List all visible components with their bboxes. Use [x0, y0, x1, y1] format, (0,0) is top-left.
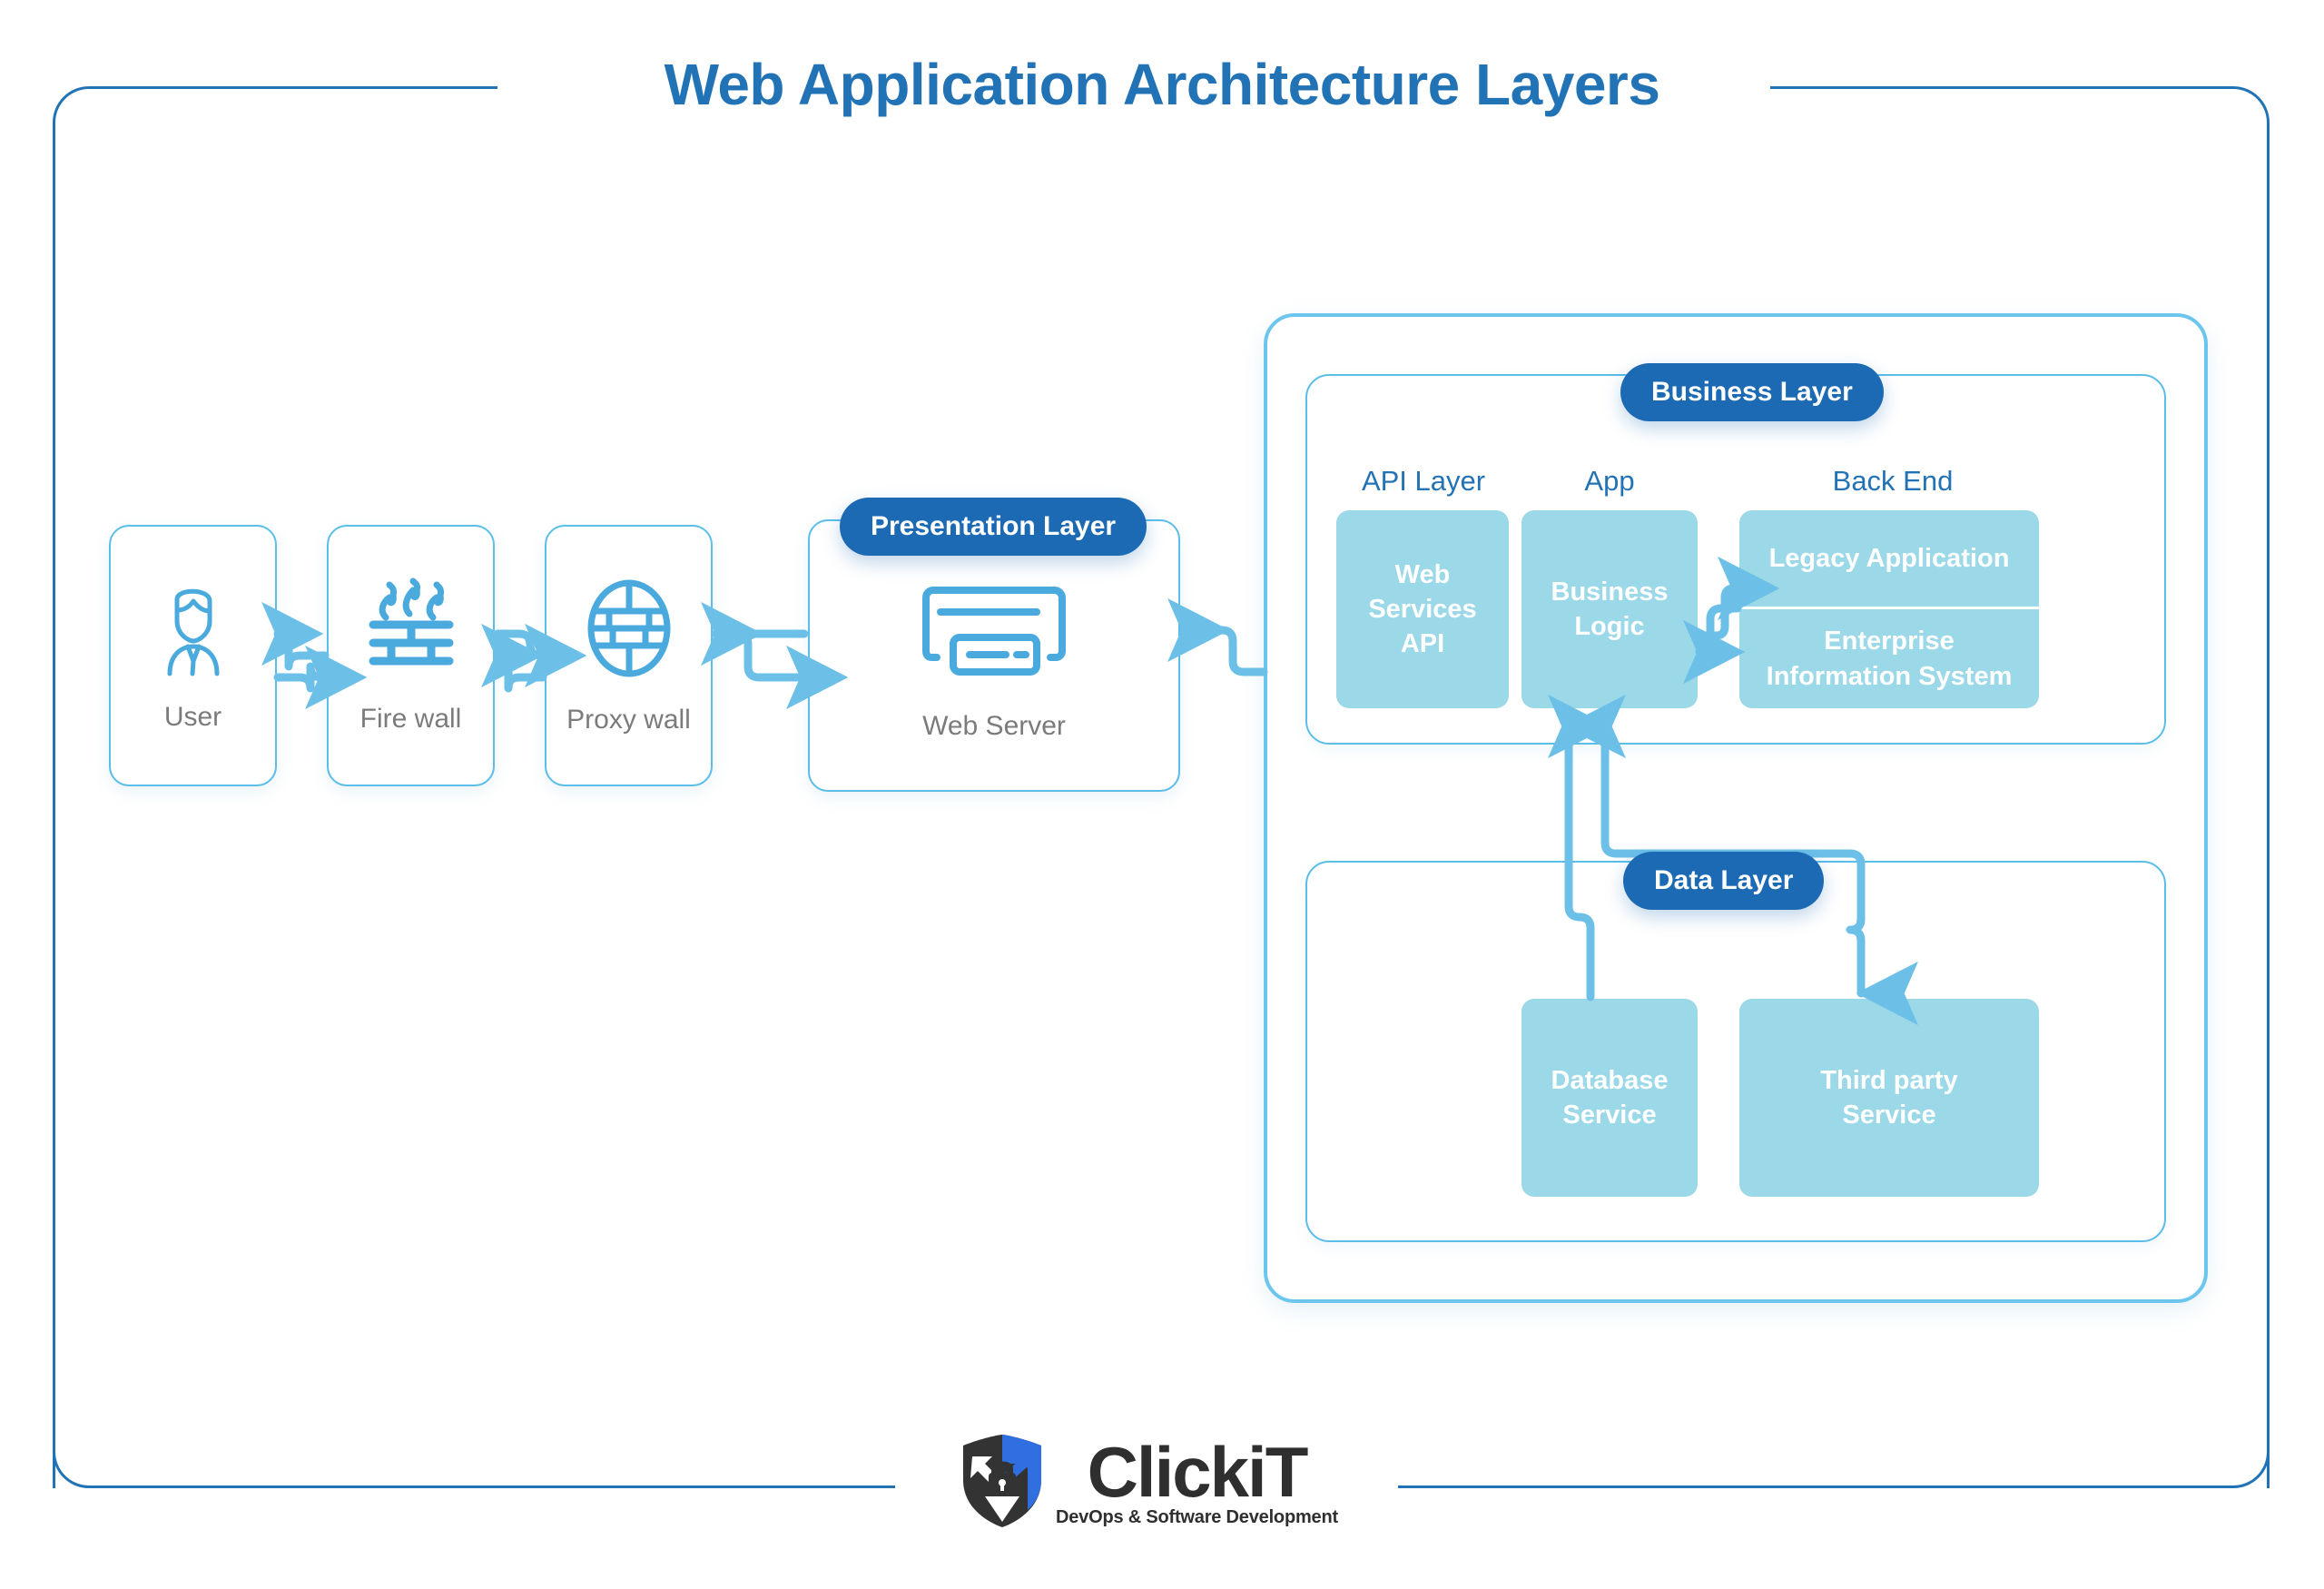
- card-third-party-service[interactable]: Third party Service: [1739, 999, 2039, 1197]
- presentation-layer-node-label: Web Server: [922, 710, 1066, 741]
- card-line: Database: [1551, 1065, 1669, 1095]
- card-line: API: [1400, 629, 1445, 659]
- node-proxywall[interactable]: Proxy wall: [545, 525, 713, 786]
- card-line: Business: [1551, 577, 1669, 607]
- clickit-shield-lock-arrows-icon: [958, 1433, 1047, 1534]
- node-proxywall-label: Proxy wall: [566, 704, 691, 735]
- card-line: Information System: [1766, 661, 2013, 691]
- frame-right-edge: [2267, 157, 2270, 1488]
- web-server-rack-icon: [917, 581, 1071, 691]
- card-legacy-application[interactable]: Legacy Application: [1739, 510, 2039, 607]
- card-line: Logic: [1574, 612, 1645, 641]
- proxy-globe-brick-icon: [582, 577, 676, 685]
- user-avatar-icon: [150, 579, 237, 682]
- frame-corner-bottom-left: [53, 1416, 125, 1488]
- firewall-brick-flame-icon: [362, 577, 460, 684]
- column-label-api-layer: API Layer: [1361, 465, 1486, 497]
- card-database-service[interactable]: Database Service: [1521, 999, 1698, 1197]
- presentation-layer-box[interactable]: Web Server: [808, 519, 1180, 792]
- column-label-back-end: Back End: [1832, 465, 1954, 497]
- wordmark-part2: iT: [1247, 1431, 1308, 1512]
- page-title: Web Application Architecture Layers: [664, 52, 1660, 117]
- card-line: Third party: [1820, 1065, 1958, 1095]
- card-enterprise-information-system[interactable]: Enterprise Information System: [1739, 609, 2039, 708]
- clickit-wordmark: ClickiT: [1088, 1436, 1309, 1507]
- card-business-logic[interactable]: Business Logic: [1521, 510, 1698, 708]
- card-web-services-api[interactable]: Web Services API: [1336, 510, 1509, 708]
- frame-top-left-segment: [123, 86, 497, 89]
- frame-corner-top-right: [2197, 86, 2270, 159]
- frame-bottom-left-segment: [123, 1485, 895, 1488]
- column-label-app: App: [1584, 465, 1635, 497]
- card-line: Web: [1394, 559, 1451, 589]
- card-divider: [1739, 607, 2039, 609]
- clickit-logo: ClickiT DevOps & Software Development: [958, 1433, 1338, 1534]
- frame-left-edge: [53, 157, 55, 1488]
- wordmark-part1: Click: [1087, 1431, 1249, 1512]
- card-line: Service: [1842, 1100, 1936, 1130]
- presentation-layer-badge[interactable]: Presentation Layer: [840, 498, 1147, 556]
- frame-corner-bottom-right: [2197, 1416, 2270, 1488]
- clickit-tagline: DevOps & Software Development: [1056, 1507, 1338, 1528]
- frame-corner-top-left: [53, 86, 125, 159]
- card-line: Services: [1368, 594, 1477, 624]
- frame-top-right-segment: [1770, 86, 2199, 89]
- node-firewall[interactable]: Fire wall: [327, 525, 495, 786]
- node-user-label: User: [163, 701, 222, 732]
- node-firewall-label: Fire wall: [359, 703, 462, 734]
- card-back-end[interactable]: Legacy Application Enterprise Informatio…: [1739, 510, 2039, 708]
- card-legacy-application-label: Legacy Application: [1768, 543, 2010, 573]
- card-line: Service: [1562, 1100, 1657, 1130]
- business-layer-badge[interactable]: Business Layer: [1620, 363, 1884, 421]
- node-user[interactable]: User: [109, 525, 277, 786]
- card-line: Enterprise: [1824, 627, 1955, 656]
- frame-bottom-right-segment: [1398, 1485, 2199, 1488]
- data-layer-badge[interactable]: Data Layer: [1623, 852, 1825, 910]
